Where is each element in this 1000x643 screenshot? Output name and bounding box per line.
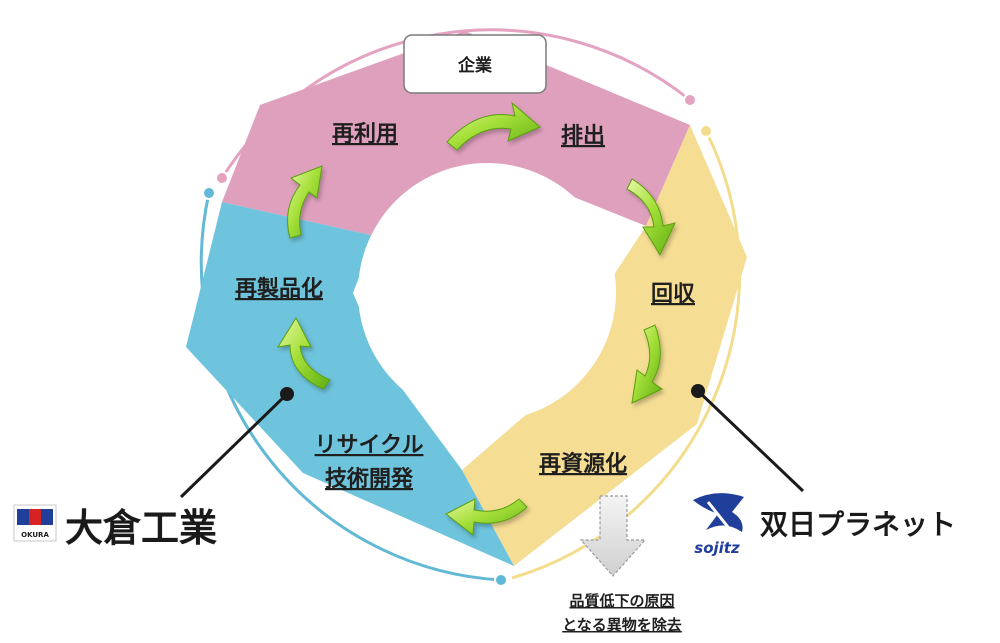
okura-company-name: 大倉工業 xyxy=(65,506,217,550)
blue-outline-arc xyxy=(199,192,502,582)
flow-arrow-remanufacture-to-reuse xyxy=(287,165,323,239)
flow-arrow-collection-to-recycling xyxy=(631,324,663,404)
sojitz-logo: sojitz xyxy=(693,493,744,557)
sojitz-emblem-icon xyxy=(693,493,744,532)
flow-arrow-discharge-to-collection xyxy=(626,178,676,257)
blue-arc-end-dot xyxy=(202,186,216,200)
yellow-arc-end-dot xyxy=(699,124,713,138)
blue-segment-manufacturer xyxy=(186,202,514,566)
step-collection-label: 回収 xyxy=(651,282,696,307)
note-line1: 品質低下の原因 xyxy=(569,592,674,610)
company-box-label: 企業 xyxy=(457,55,492,76)
ring-center-hole xyxy=(358,163,616,421)
note-line2: となる異物を除去 xyxy=(562,616,682,634)
okura-pointer-dot xyxy=(280,387,294,401)
sojitz-pointer-line xyxy=(696,389,805,493)
sojitz-pointer-dot xyxy=(691,384,705,398)
step-discharge-label: 排出 xyxy=(561,124,605,149)
flow-arrow-tech-to-remanufacture xyxy=(276,316,331,390)
okura-pointer-line xyxy=(179,392,289,499)
pink-arc-end-dot xyxy=(683,93,697,107)
step-reuse-label: 再利用 xyxy=(332,122,398,147)
step-recycle-tech-label-line2: 技術開発 xyxy=(325,466,414,492)
blue-arc-end-dot xyxy=(494,573,508,587)
step-recycling-label: 再資源化 xyxy=(539,451,627,477)
okura-logo-text: OKURA xyxy=(21,531,49,539)
flow-arrow-reuse-to-discharge xyxy=(446,101,541,151)
sojitz-logo-text: sojitz xyxy=(694,539,740,557)
step-remanufacture-label: 再製品化 xyxy=(235,276,323,302)
okura-logo: OKURA xyxy=(13,504,57,542)
foreign-matter-removal-arrow xyxy=(579,495,647,577)
flow-arrow-recycling-to-tech xyxy=(445,498,528,536)
company-box xyxy=(403,34,547,94)
sojitz-company-name: 双日プラネット xyxy=(760,508,956,541)
yellow-segment-recycler xyxy=(462,125,747,566)
step-recycle-tech-label-line1: リサイクル xyxy=(315,433,424,458)
pink-arc-end-dot xyxy=(215,171,229,185)
